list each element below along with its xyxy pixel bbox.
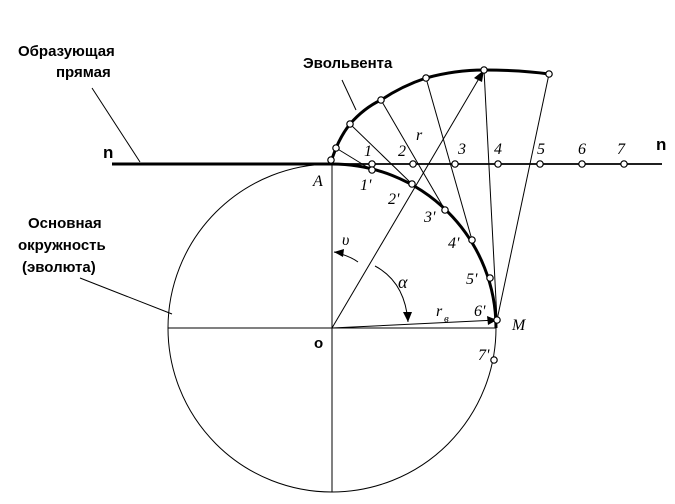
involute-point — [377, 96, 385, 104]
circle-point-label-7: 7' — [478, 347, 490, 364]
n-right-label: n — [656, 135, 666, 154]
circle-point-label-3: 3' — [423, 209, 436, 226]
circle-point-label-2: 2' — [388, 191, 400, 208]
line-point-label-2: 2 — [398, 143, 406, 160]
tangent-line-2 — [349, 123, 413, 185]
line-point-label-6: 6 — [578, 141, 586, 158]
involute-point — [422, 74, 430, 82]
circle-point-2 — [408, 180, 416, 188]
radius-rb-label: r — [436, 303, 443, 320]
radius-rb-line — [331, 319, 498, 329]
circle-point-6 — [493, 316, 501, 324]
line-point-label-4: 4 — [494, 141, 502, 158]
line-point-label-7: 7 — [617, 141, 626, 158]
involute-curve — [328, 68, 550, 165]
circle-point-4 — [468, 236, 476, 244]
line-point-2 — [409, 160, 417, 168]
line-point-label-5: 5 — [537, 141, 545, 158]
angle-alpha-arrow — [403, 312, 412, 322]
circle-point-7 — [490, 356, 498, 364]
circle-point-label-6: 6' — [474, 303, 486, 320]
line-point-7 — [620, 160, 628, 168]
circle-point-label-5: 5' — [466, 271, 478, 288]
angle-alpha-label: α — [398, 272, 408, 292]
n-left-label: n — [103, 143, 113, 162]
involute-leader — [341, 79, 357, 111]
tangent-line-4 — [425, 77, 473, 241]
base-circle-label-1: Основная — [28, 215, 102, 232]
line-point-label-3: 3 — [457, 141, 466, 158]
involute-point — [346, 120, 354, 128]
tangent-line-6 — [496, 73, 550, 321]
involute-point — [545, 70, 553, 78]
involute-point — [480, 66, 488, 74]
radius-rb-subscript: в — [444, 313, 449, 325]
tangent-line-3 — [380, 99, 446, 211]
base-circle-label-3: (эволюта) — [22, 259, 96, 276]
circle-point-1 — [368, 166, 376, 174]
line-point-4 — [494, 160, 502, 168]
base-circle-leader — [79, 277, 173, 315]
center-o-label: o — [314, 335, 323, 352]
tangent-line-5 — [483, 69, 498, 321]
radius-r-label: r — [416, 127, 423, 144]
generating-line-leader — [91, 87, 141, 163]
line-point-5 — [536, 160, 544, 168]
base-circle-label-2: окружность — [18, 237, 106, 254]
line-point-6 — [578, 160, 586, 168]
generating-line-label-2: прямая — [56, 64, 111, 81]
circle-point-3 — [441, 206, 449, 214]
circle-point-label-1: 1' — [360, 177, 372, 194]
circle-point-5 — [486, 274, 494, 282]
radius-rb-arrow — [487, 316, 497, 325]
circle-point-label-4: 4' — [448, 235, 460, 252]
radius-r-line — [331, 69, 485, 329]
point-a-label: A — [312, 173, 323, 190]
line-point-label-1: 1 — [364, 143, 372, 160]
involute-point — [327, 156, 335, 164]
line-point-3 — [451, 160, 459, 168]
radius-r-arrow — [474, 70, 484, 82]
involute-label: Эвольвента — [303, 55, 393, 72]
involute-point — [332, 144, 340, 152]
point-m-label: M — [511, 317, 527, 334]
angle-theta-label: υ — [342, 232, 349, 249]
generating-line-label-1: Образующая — [18, 43, 115, 60]
angle-theta-arrow — [334, 249, 344, 257]
